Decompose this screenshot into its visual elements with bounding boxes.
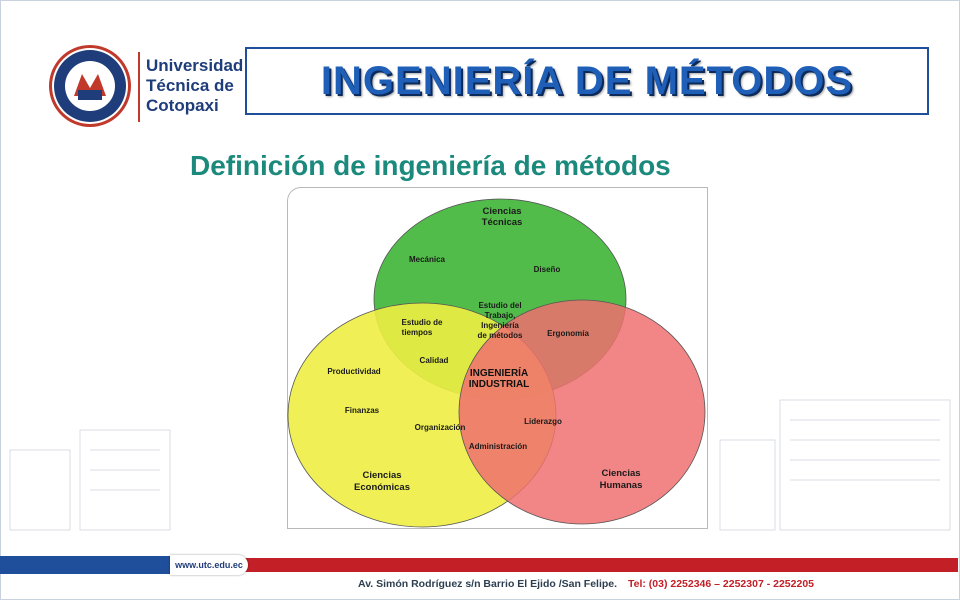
label-ciencias-economicas-2: Económicas xyxy=(354,482,410,493)
label-mecanica: Mecánica xyxy=(409,255,446,264)
label-ciencias-tecnicas-2: Técnicas xyxy=(482,217,523,228)
university-name: Universidad Técnica de Cotopaxi xyxy=(146,56,243,116)
phone-text: Tel: (03) 2252346 – 2252307 - 2252205 xyxy=(627,578,815,590)
label-finanzas: Finanzas xyxy=(345,406,380,415)
label-ciencias-tecnicas-1: Ciencias xyxy=(482,206,521,217)
slide-subtitle: Definición de ingeniería de métodos xyxy=(190,150,671,181)
label-estudio-trabajo-3: Ingeniería xyxy=(481,321,519,330)
university-name-line-2: Técnica de xyxy=(146,76,234,95)
venn-diagram: Ciencias Técnicas Mecánica Diseño Estudi… xyxy=(287,198,706,528)
label-administracion: Administración xyxy=(469,442,527,451)
label-estudio-tiempos-1: Estudio de xyxy=(402,318,443,327)
label-estudio-trabajo-4: de métodos xyxy=(478,331,523,340)
label-ingenieria-industrial-2: INDUSTRIAL xyxy=(469,379,530,390)
label-calidad: Calidad xyxy=(420,356,449,365)
label-organizacion: Organización xyxy=(415,423,466,432)
footer-address: Av. Simón Rodríguez s/n Barrio El Ejido … xyxy=(358,578,814,590)
label-ergonomia: Ergonomía xyxy=(547,329,589,338)
circle-ciencias-humanas xyxy=(458,299,706,525)
logo-divider xyxy=(138,52,140,122)
label-diseno: Diseño xyxy=(534,265,561,274)
label-ciencias-humanas-2: Humanas xyxy=(600,480,643,491)
slide-title: INGENIERÍA DE MÉTODOS xyxy=(320,58,854,103)
title-box: INGENIERÍA DE MÉTODOS xyxy=(245,47,929,115)
label-estudio-tiempos-2: tiempos xyxy=(402,328,433,337)
website-link[interactable]: www.utc.edu.ec xyxy=(170,555,248,575)
label-estudio-trabajo-1: Estudio del xyxy=(478,301,521,310)
university-name-line-1: Universidad xyxy=(146,56,244,75)
label-ciencias-economicas-1: Ciencias xyxy=(362,470,401,481)
label-ingenieria-industrial-1: INGENIERÍA xyxy=(470,366,528,379)
campus-background-image xyxy=(9,399,951,531)
label-estudio-trabajo-2: Trabajo, xyxy=(485,311,516,320)
university-logo xyxy=(49,45,131,127)
footer-blue-band xyxy=(0,556,176,574)
footer-red-band xyxy=(238,558,958,572)
label-productividad: Productividad xyxy=(327,367,380,376)
label-liderazgo: Liderazgo xyxy=(524,417,562,426)
address-text: Av. Simón Rodríguez s/n Barrio El Ejido … xyxy=(358,578,618,590)
university-name-line-3: Cotopaxi xyxy=(146,96,219,115)
label-ciencias-humanas-1: Ciencias xyxy=(601,468,640,479)
